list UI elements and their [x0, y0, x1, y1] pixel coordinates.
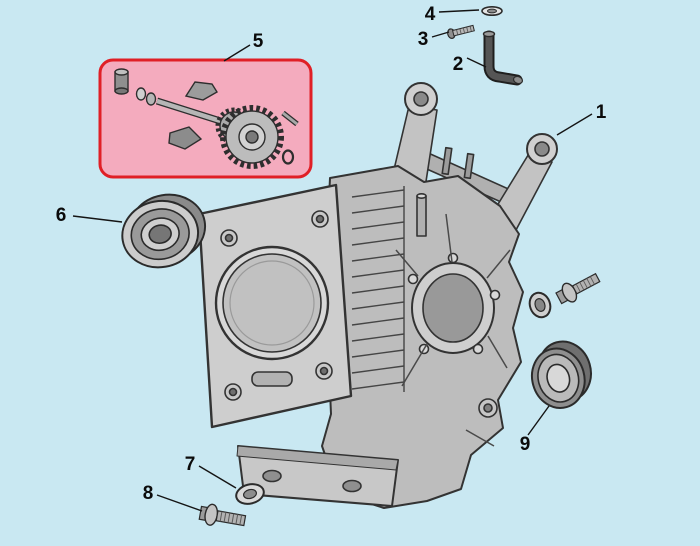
plate-bolt-holes [220, 210, 333, 401]
leader-line-6 [72, 215, 123, 223]
oil-filler-tube [416, 193, 427, 237]
right-mount-boss [526, 133, 558, 165]
engine-crankcase-illustration [197, 82, 558, 509]
callout-7[interactable]: 7 [185, 454, 196, 475]
cam-gear-part [220, 105, 284, 169]
callout-2[interactable]: 2 [453, 54, 464, 75]
small-ring-icon [145, 92, 157, 106]
leader-lines [72, 9, 593, 512]
crankcase-opening [407, 252, 501, 355]
flange-bolt-part [555, 272, 601, 305]
breather-pipe-part-2 [482, 30, 524, 86]
rocker-part [184, 81, 218, 101]
leader-line-1 [556, 113, 593, 136]
callout-8[interactable]: 8 [143, 483, 154, 504]
washer-part-7 [235, 483, 265, 505]
leader-line-3 [431, 31, 450, 38]
bolt-part-3 [447, 24, 475, 39]
mounting-base [236, 445, 399, 507]
left-mount-boss [404, 82, 438, 116]
cooling-fins [351, 186, 405, 392]
callout-4[interactable]: 4 [425, 4, 436, 25]
stud-bolts [441, 146, 475, 180]
plate-slot [251, 371, 293, 387]
leader-line-7 [198, 465, 237, 489]
clip-ring-part [281, 149, 295, 165]
leader-line-5 [223, 44, 251, 62]
leader-line-9 [527, 405, 550, 436]
washer-part-4 [481, 6, 503, 16]
oil-seal-part-9 [530, 340, 592, 409]
small-ring-icon [135, 87, 147, 101]
leader-line-8 [156, 494, 203, 512]
camshaft-group-illustration [114, 68, 299, 169]
sealing-washer-part [528, 291, 552, 319]
drain-bolt-part-8 [198, 503, 247, 527]
callout-9[interactable]: 9 [520, 434, 531, 455]
tappet-part [114, 68, 129, 95]
cylinder-face-plate [197, 183, 353, 429]
pin-part [281, 110, 299, 127]
leader-line-2 [466, 57, 487, 68]
callout-5[interactable]: 5 [253, 31, 264, 52]
governor-weight-part [168, 126, 203, 150]
side-boss [478, 398, 498, 418]
loose-parts [121, 6, 601, 527]
rib-lines [395, 213, 511, 447]
callout-6[interactable]: 6 [56, 205, 67, 226]
callout-3[interactable]: 3 [418, 29, 429, 50]
callout-labels: 1 2 3 4 5 6 7 8 9 [56, 4, 607, 504]
callout-1[interactable]: 1 [596, 102, 607, 123]
bearing-part-6 [121, 193, 207, 269]
leader-line-4 [438, 9, 480, 13]
